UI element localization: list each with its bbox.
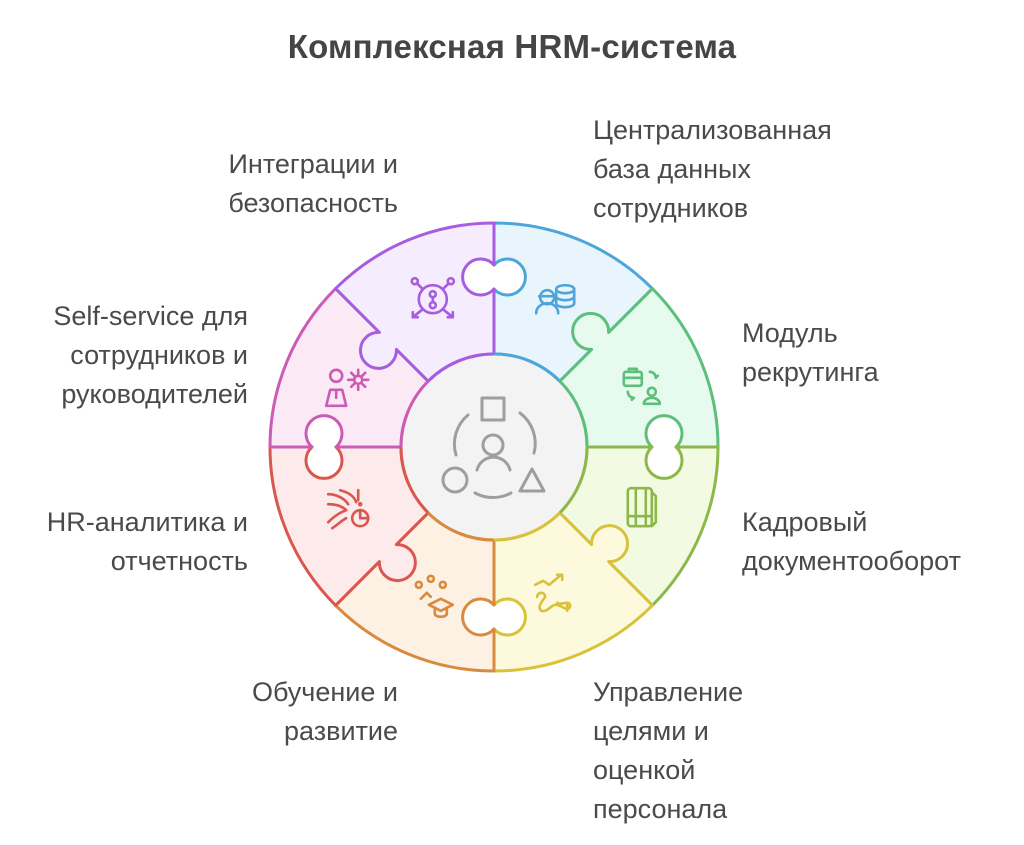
label-line: персонала	[593, 794, 728, 824]
label-line: целями и	[593, 716, 709, 746]
label-analytics: HR-аналитика и отчетность	[47, 503, 248, 581]
person-gear-icon	[324, 368, 370, 408]
label-documents: Кадровый документооборот	[742, 503, 961, 581]
label-line: безопасность	[228, 188, 398, 218]
analytics-pie-chart-icon	[326, 488, 370, 530]
integration-hub-arrows-icon	[410, 276, 456, 319]
label-line: HR-аналитика и	[46, 507, 248, 537]
label-line: рекрутинга	[742, 357, 879, 387]
label-line: оценкой	[593, 755, 696, 785]
center-hub	[401, 354, 587, 540]
label-line: отчетность	[110, 546, 248, 576]
label-selfservice: Self-service для сотрудников и руководит…	[53, 297, 248, 414]
label-line: развитие	[284, 716, 398, 746]
diagram-title: Комплексная HRM-система	[287, 28, 737, 65]
label-recruiting: Модуль рекрутинга	[742, 314, 879, 392]
label-learning: Обучение и развитие	[252, 673, 398, 751]
segment-integrations	[334, 221, 496, 383]
label-line: руководителей	[61, 379, 248, 409]
worker-database-icon	[534, 283, 576, 315]
label-line: Модуль	[742, 318, 838, 348]
label-database: Централизованная база данных сотрудников	[593, 111, 832, 228]
label-line: Обучение и	[251, 677, 398, 707]
label-line: Self-service для	[53, 301, 248, 331]
label-line: Интеграции и	[228, 149, 399, 179]
label-line: Централизованная	[593, 115, 832, 145]
label-line: сотрудников	[593, 193, 749, 223]
graduation-cap-team-icon	[414, 574, 455, 619]
label-line: база данных	[593, 154, 751, 184]
people-shapes-network-icon	[441, 396, 546, 500]
growth-trend-path-icon	[533, 573, 572, 613]
label-line: документооборот	[742, 546, 961, 576]
label-integrations: Интеграции и безопасность	[228, 145, 398, 223]
label-line: Управление	[593, 677, 744, 707]
briefcase-swap-person-icon	[622, 367, 662, 406]
documents-grid-icon	[626, 486, 658, 528]
label-line: сотрудников и	[70, 340, 248, 370]
label-line: Кадровый	[742, 507, 868, 537]
label-goals: Управление целями и оценкой персонала	[593, 673, 743, 829]
